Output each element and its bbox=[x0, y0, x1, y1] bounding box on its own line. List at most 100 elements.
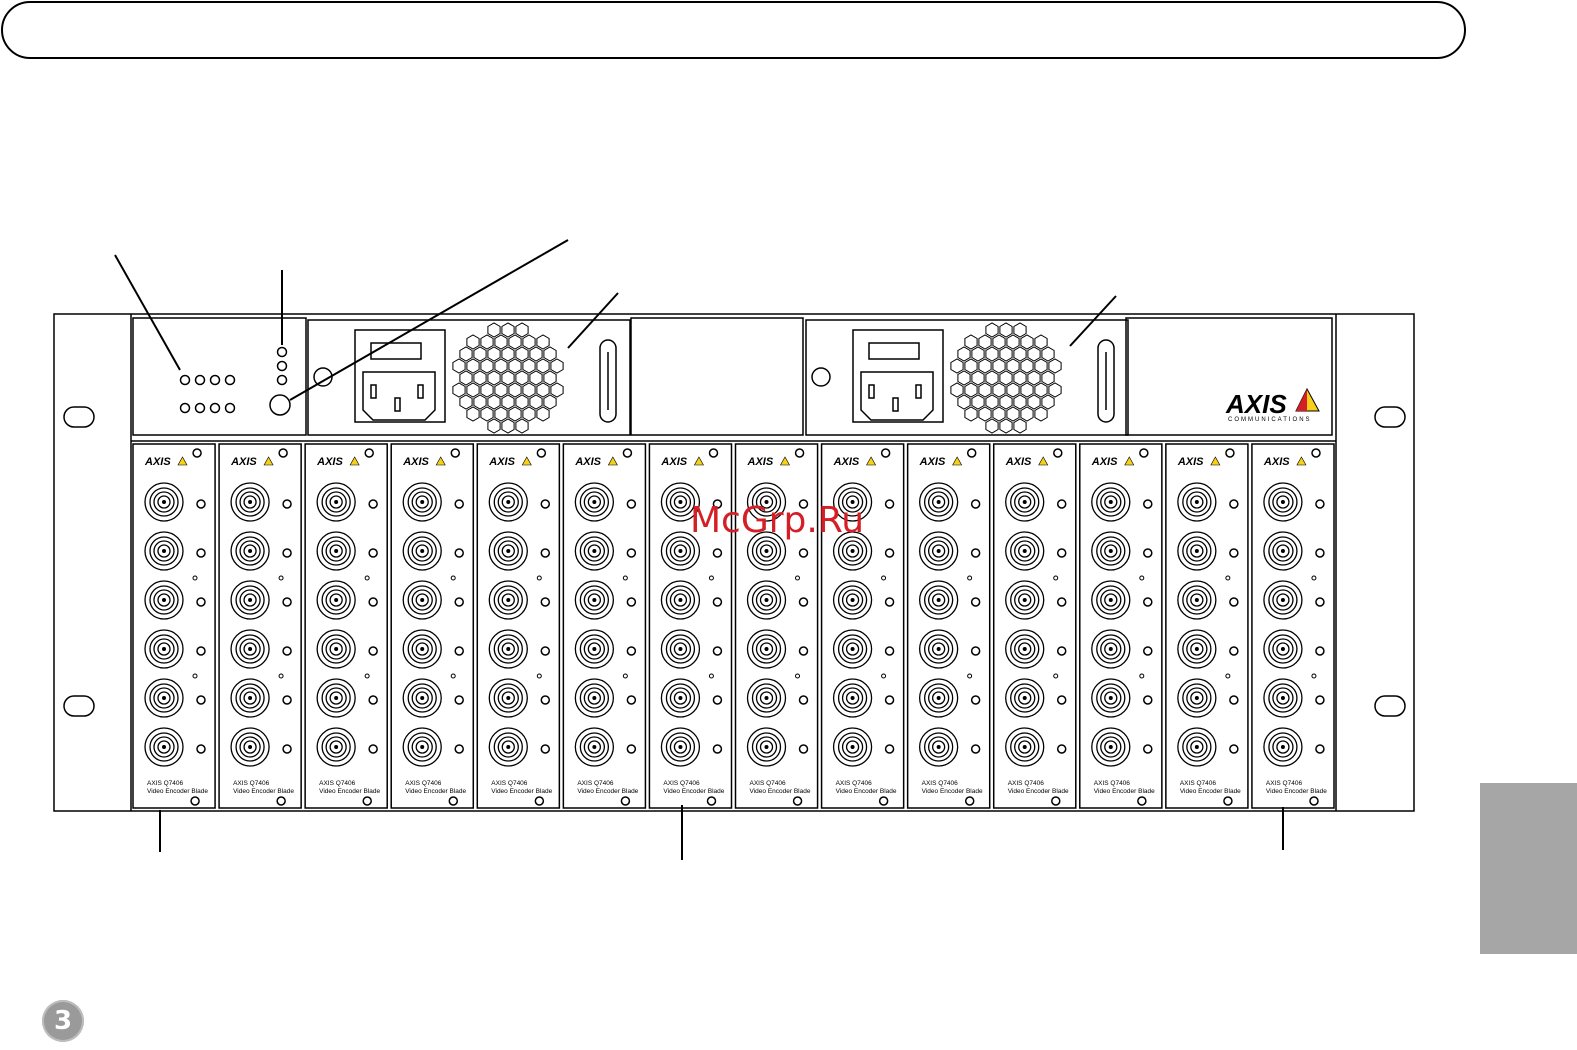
bnc-ring bbox=[1268, 536, 1298, 566]
bnc-ring bbox=[243, 691, 257, 705]
mounting-slot bbox=[1374, 406, 1406, 428]
bnc-ring bbox=[673, 544, 688, 558]
vent-hole bbox=[494, 406, 508, 422]
bnc-pin bbox=[1280, 500, 1285, 504]
blade-led bbox=[1229, 646, 1239, 656]
bnc-ring bbox=[329, 740, 343, 754]
bnc-ring bbox=[841, 540, 864, 562]
bnc-ring bbox=[407, 634, 437, 664]
bnc-ring bbox=[1005, 727, 1045, 767]
vent-hole bbox=[999, 346, 1013, 362]
blade-logo-text: AXIS bbox=[919, 456, 946, 468]
bnc-connector bbox=[574, 580, 615, 620]
vent-hole bbox=[950, 358, 964, 374]
vent-hole bbox=[466, 406, 480, 422]
bnc-ring bbox=[1096, 487, 1126, 517]
logo-panel bbox=[1125, 317, 1333, 436]
bnc-ring bbox=[918, 482, 959, 522]
vent-hole bbox=[1034, 334, 1048, 350]
bnc-ring bbox=[149, 487, 179, 517]
vent-hole bbox=[1013, 322, 1027, 338]
bnc-ring bbox=[669, 589, 692, 611]
mounting-slot bbox=[1374, 695, 1406, 717]
blade-led bbox=[196, 695, 206, 705]
vent-hole bbox=[1013, 394, 1027, 410]
bnc-ring bbox=[243, 495, 257, 509]
blade-model-label: AXIS Q7406 bbox=[319, 780, 356, 787]
bnc-connector bbox=[402, 531, 442, 571]
blade-indicator bbox=[278, 673, 284, 679]
bnc-ring bbox=[1091, 482, 1131, 522]
bnc-ring bbox=[579, 536, 610, 566]
bnc-ring bbox=[579, 634, 610, 664]
vent-hole bbox=[487, 394, 501, 410]
bnc-ring bbox=[497, 638, 519, 660]
bnc-ring bbox=[660, 629, 701, 669]
bnc-connector bbox=[488, 580, 528, 620]
bnc-ring bbox=[415, 740, 429, 754]
blade-model-label: AXIS Q7406 bbox=[1180, 780, 1217, 787]
bnc-pin bbox=[162, 549, 166, 553]
bnc-ring bbox=[579, 487, 610, 517]
bnc-ring bbox=[407, 732, 437, 762]
blade-indicator bbox=[450, 575, 456, 581]
psu-body bbox=[805, 319, 1129, 436]
vent-hole bbox=[1048, 382, 1062, 398]
blade-indicator bbox=[967, 575, 973, 581]
vent-hole bbox=[466, 382, 480, 398]
blank-panel bbox=[630, 317, 804, 436]
bnc-pin bbox=[162, 647, 166, 651]
bnc-ring bbox=[1018, 740, 1032, 754]
psu-inlet-frame bbox=[852, 329, 944, 423]
bnc-pin bbox=[678, 598, 683, 602]
bnc-ring bbox=[316, 580, 356, 620]
bnc-ring bbox=[230, 482, 270, 522]
bnc-ring bbox=[759, 544, 774, 558]
blade-screw bbox=[1225, 448, 1235, 458]
blade-panel bbox=[1165, 443, 1249, 809]
bnc-ring bbox=[144, 531, 184, 571]
bnc-pin bbox=[678, 696, 683, 700]
bnc-ring bbox=[497, 687, 519, 709]
bnc-ring bbox=[1182, 683, 1212, 713]
blade-type-label: Video Encoder Blade bbox=[1180, 788, 1241, 795]
blade-screw bbox=[794, 448, 805, 458]
blade-panel bbox=[218, 443, 302, 809]
bnc-ring bbox=[153, 736, 175, 758]
bnc-pin bbox=[1194, 647, 1199, 651]
bnc-connector bbox=[832, 580, 873, 620]
bnc-ring bbox=[239, 687, 261, 709]
bnc-pin bbox=[162, 598, 166, 602]
blade-led bbox=[798, 695, 809, 705]
bnc-ring bbox=[1010, 634, 1040, 664]
vent-hole bbox=[992, 358, 1006, 374]
bnc-ring bbox=[1091, 580, 1131, 620]
bnc-ring bbox=[415, 495, 429, 509]
bnc-ring bbox=[1263, 678, 1303, 718]
bnc-connector bbox=[1091, 531, 1131, 571]
bnc-ring bbox=[402, 629, 442, 669]
bnc-connector bbox=[316, 482, 356, 522]
blade-screw bbox=[364, 448, 374, 458]
bnc-ring bbox=[144, 678, 184, 718]
bnc-ring bbox=[157, 495, 171, 509]
bnc-pin bbox=[1194, 598, 1199, 602]
bnc-ring bbox=[841, 687, 864, 709]
blade-led bbox=[970, 695, 981, 705]
bnc-ring bbox=[1190, 593, 1204, 607]
bnc-ring bbox=[579, 683, 610, 713]
bnc-ring bbox=[583, 638, 606, 660]
blade-led bbox=[798, 646, 809, 656]
vent-hole bbox=[978, 382, 992, 398]
bnc-connector bbox=[918, 580, 959, 620]
blade-indicator bbox=[278, 575, 284, 581]
bnc-ring bbox=[149, 634, 179, 664]
bnc-ring bbox=[1100, 540, 1122, 562]
bnc-connector bbox=[144, 482, 184, 522]
blade-led bbox=[1315, 744, 1325, 754]
bnc-ring bbox=[931, 642, 946, 656]
vent-hole bbox=[550, 382, 564, 398]
